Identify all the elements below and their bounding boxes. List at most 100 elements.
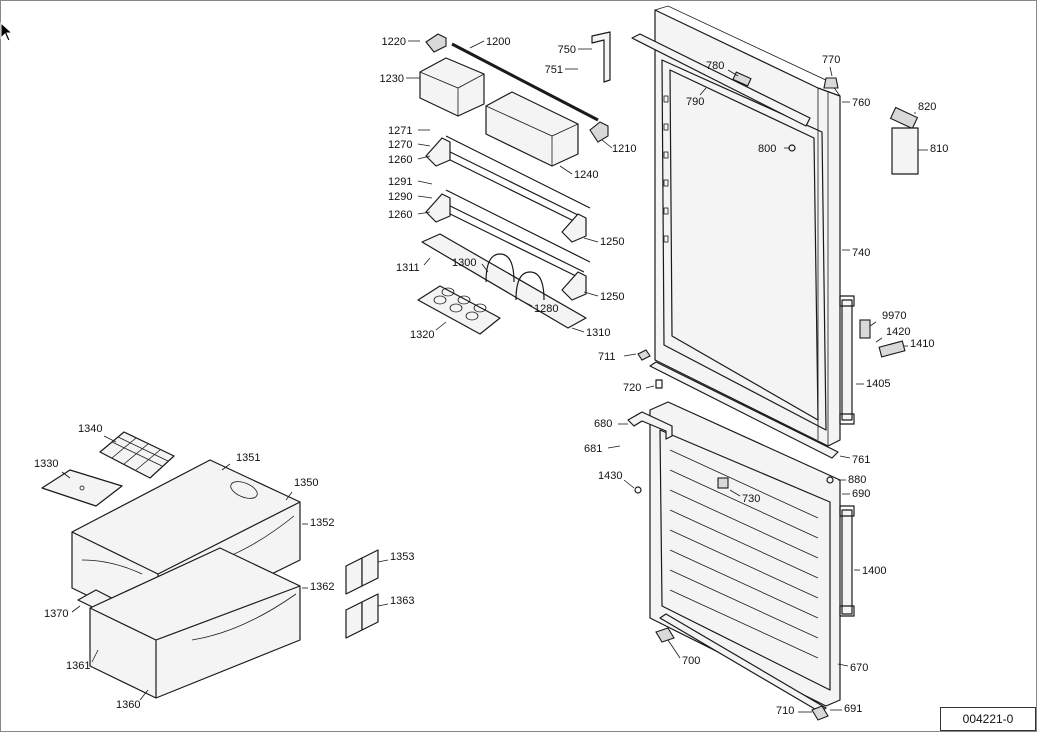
- hinge-cap: [823, 77, 839, 89]
- leader-line: [139, 689, 149, 701]
- callout-label: 681: [584, 443, 602, 455]
- callout-label: 1220: [382, 36, 406, 48]
- clip-1300: [485, 253, 515, 283]
- callout-label: 1311: [396, 262, 420, 274]
- leader-line: [559, 165, 573, 175]
- callout-label: 1310: [586, 327, 610, 339]
- callout-label: 1291: [388, 176, 412, 188]
- callout-label: 790: [686, 96, 704, 108]
- callout-label: 1280: [534, 303, 558, 315]
- leader-line: [583, 237, 599, 243]
- leader-line: [103, 435, 117, 443]
- box-1230: [419, 57, 485, 117]
- leader-lines: [61, 40, 928, 713]
- leader-line: [699, 87, 707, 96]
- leader-line: [377, 559, 389, 563]
- callout-label: 880: [848, 474, 866, 486]
- callout-label: 1361: [66, 660, 90, 672]
- leader-line: [481, 263, 489, 273]
- leader-line: [285, 491, 293, 501]
- clip-1280: [515, 271, 545, 301]
- leader-line: [839, 455, 851, 459]
- leader-line: [601, 139, 613, 149]
- plate-1410: [878, 340, 906, 358]
- leader-line: [91, 649, 99, 663]
- leader-line: [607, 445, 621, 449]
- callout-label: 740: [852, 247, 870, 259]
- clip-1210: [589, 121, 609, 143]
- leader-line: [623, 479, 635, 489]
- callout-label: 680: [594, 418, 612, 430]
- callout-label: 750: [558, 44, 576, 56]
- callout-label: 1410: [910, 338, 934, 350]
- callout-label: 761: [852, 454, 870, 466]
- callout-label: 780: [706, 60, 724, 72]
- plate-810: [891, 127, 919, 175]
- callout-label: 670: [850, 662, 868, 674]
- callout-label: 1260: [388, 209, 412, 221]
- door-top-strip: [631, 33, 811, 127]
- box-1240: [485, 91, 579, 167]
- callout-label: 1210: [612, 143, 636, 155]
- pad-1330: [41, 469, 123, 507]
- leader-line: [583, 291, 599, 297]
- callout-label: 1400: [862, 565, 886, 577]
- callout-label: 770: [822, 54, 840, 66]
- callout-label: 1330: [34, 458, 58, 470]
- shelf-upper: [425, 135, 591, 243]
- callout-label: 1300: [452, 257, 476, 269]
- rod-1200: [451, 42, 599, 122]
- callout-label: 1290: [388, 191, 412, 203]
- strip-761: [649, 361, 839, 459]
- callout-label: 730: [742, 493, 760, 505]
- leader-line: [435, 321, 447, 331]
- callout-label: 760: [852, 97, 870, 109]
- callout-label: 1250: [600, 236, 624, 248]
- callout-label: 1363: [390, 595, 414, 607]
- callout-label: 1370: [44, 608, 68, 620]
- ice-tray-1340: [99, 431, 175, 479]
- callout-label: 1405: [866, 378, 890, 390]
- leader-line: [645, 385, 655, 389]
- leader-line: [221, 463, 231, 471]
- leader-line: [869, 321, 877, 327]
- tray-1310: [421, 233, 587, 329]
- callout-label: 690: [852, 488, 870, 500]
- callout-label: 810: [930, 143, 948, 155]
- callout-label: 1271: [388, 125, 412, 137]
- callout-label: 1430: [598, 470, 622, 482]
- callout-label: 1270: [388, 139, 412, 151]
- callout-label: 1230: [380, 73, 404, 85]
- mouse-cursor-icon: [0, 22, 14, 42]
- shelf-lower: [425, 189, 591, 301]
- leader-line: [377, 603, 389, 607]
- callout-label: 1420: [886, 326, 910, 338]
- callout-label: 1320: [410, 329, 434, 341]
- handle-upper: [591, 31, 611, 83]
- leader-line: [71, 605, 81, 613]
- callout-label: 1200: [486, 36, 510, 48]
- leader-line: [837, 663, 849, 667]
- leader-line: [875, 337, 883, 343]
- label-1353: [345, 549, 379, 595]
- leader-line: [729, 489, 741, 497]
- callout-label: 1351: [236, 452, 260, 464]
- callout-label: 711: [598, 351, 616, 363]
- leader-line: [417, 211, 431, 215]
- callout-label: 1250: [600, 291, 624, 303]
- label-1363: [345, 593, 379, 639]
- callout-label: 700: [682, 655, 700, 667]
- callout-label: 1260: [388, 154, 412, 166]
- callout-label: 1340: [78, 423, 102, 435]
- leader-line: [571, 327, 585, 333]
- leader-line: [667, 639, 681, 659]
- leader-line: [469, 40, 485, 49]
- callout-label: 820: [918, 101, 936, 113]
- leader-line: [423, 257, 431, 266]
- drawing-ref-box: 004221-0: [940, 707, 1036, 731]
- leader-line: [61, 471, 71, 479]
- callout-label: 1353: [390, 551, 414, 563]
